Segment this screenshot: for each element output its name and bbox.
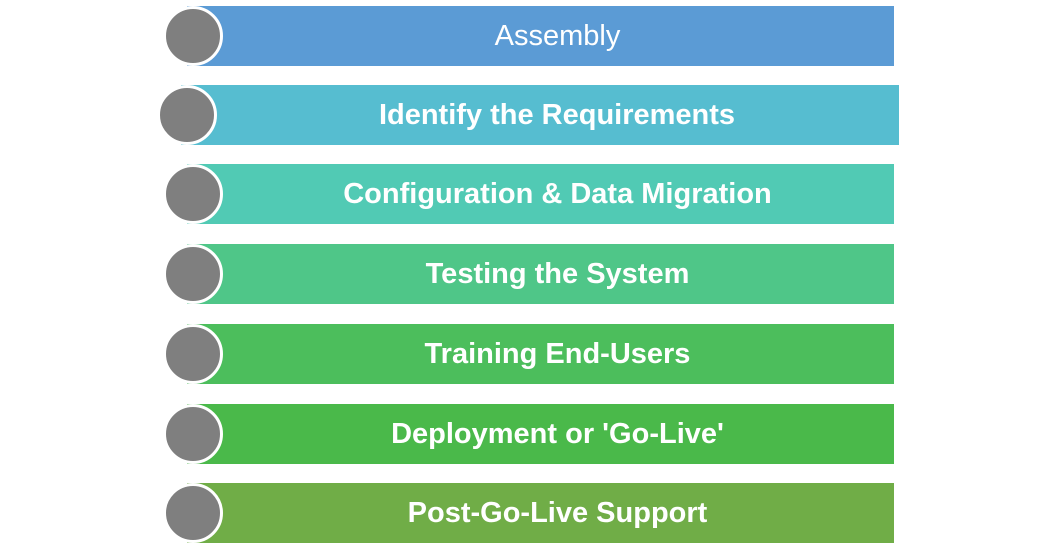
step-bar: Identify the Requirements <box>181 85 899 145</box>
step-bar: Assembly <box>187 6 894 66</box>
step-deployment-go-live: Deployment or 'Go-Live' <box>163 404 894 464</box>
step-assembly: Assembly <box>163 6 894 66</box>
step-bar: Deployment or 'Go-Live' <box>187 404 894 464</box>
step-bullet-circle <box>163 244 223 304</box>
step-label: Testing the System <box>425 257 690 290</box>
step-bar: Post-Go-Live Support <box>187 483 894 543</box>
step-label: Identify the Requirements <box>378 98 736 131</box>
step-post-go-live-support: Post-Go-Live Support <box>163 483 894 543</box>
step-bullet-circle <box>163 483 223 543</box>
step-bar: Training End-Users <box>187 324 894 384</box>
step-label: Configuration & Data Migration <box>343 177 772 210</box>
step-bullet-circle <box>163 164 223 224</box>
step-configuration-data-migration: Configuration & Data Migration <box>163 164 894 224</box>
step-bullet-circle <box>163 6 223 66</box>
step-training-end-users: Training End-Users <box>163 324 894 384</box>
step-bar: Configuration & Data Migration <box>187 164 894 224</box>
step-bullet-circle <box>163 324 223 384</box>
step-label: Post-Go-Live Support <box>407 496 708 529</box>
step-label: Deployment or 'Go-Live' <box>391 417 724 450</box>
step-testing-system: Testing the System <box>163 244 894 304</box>
step-label: Assembly <box>494 19 621 52</box>
step-identify-requirements: Identify the Requirements <box>157 85 899 145</box>
step-bar: Testing the System <box>187 244 894 304</box>
step-bullet-circle <box>157 85 217 145</box>
step-bullet-circle <box>163 404 223 464</box>
step-label: Training End-Users <box>424 337 691 370</box>
